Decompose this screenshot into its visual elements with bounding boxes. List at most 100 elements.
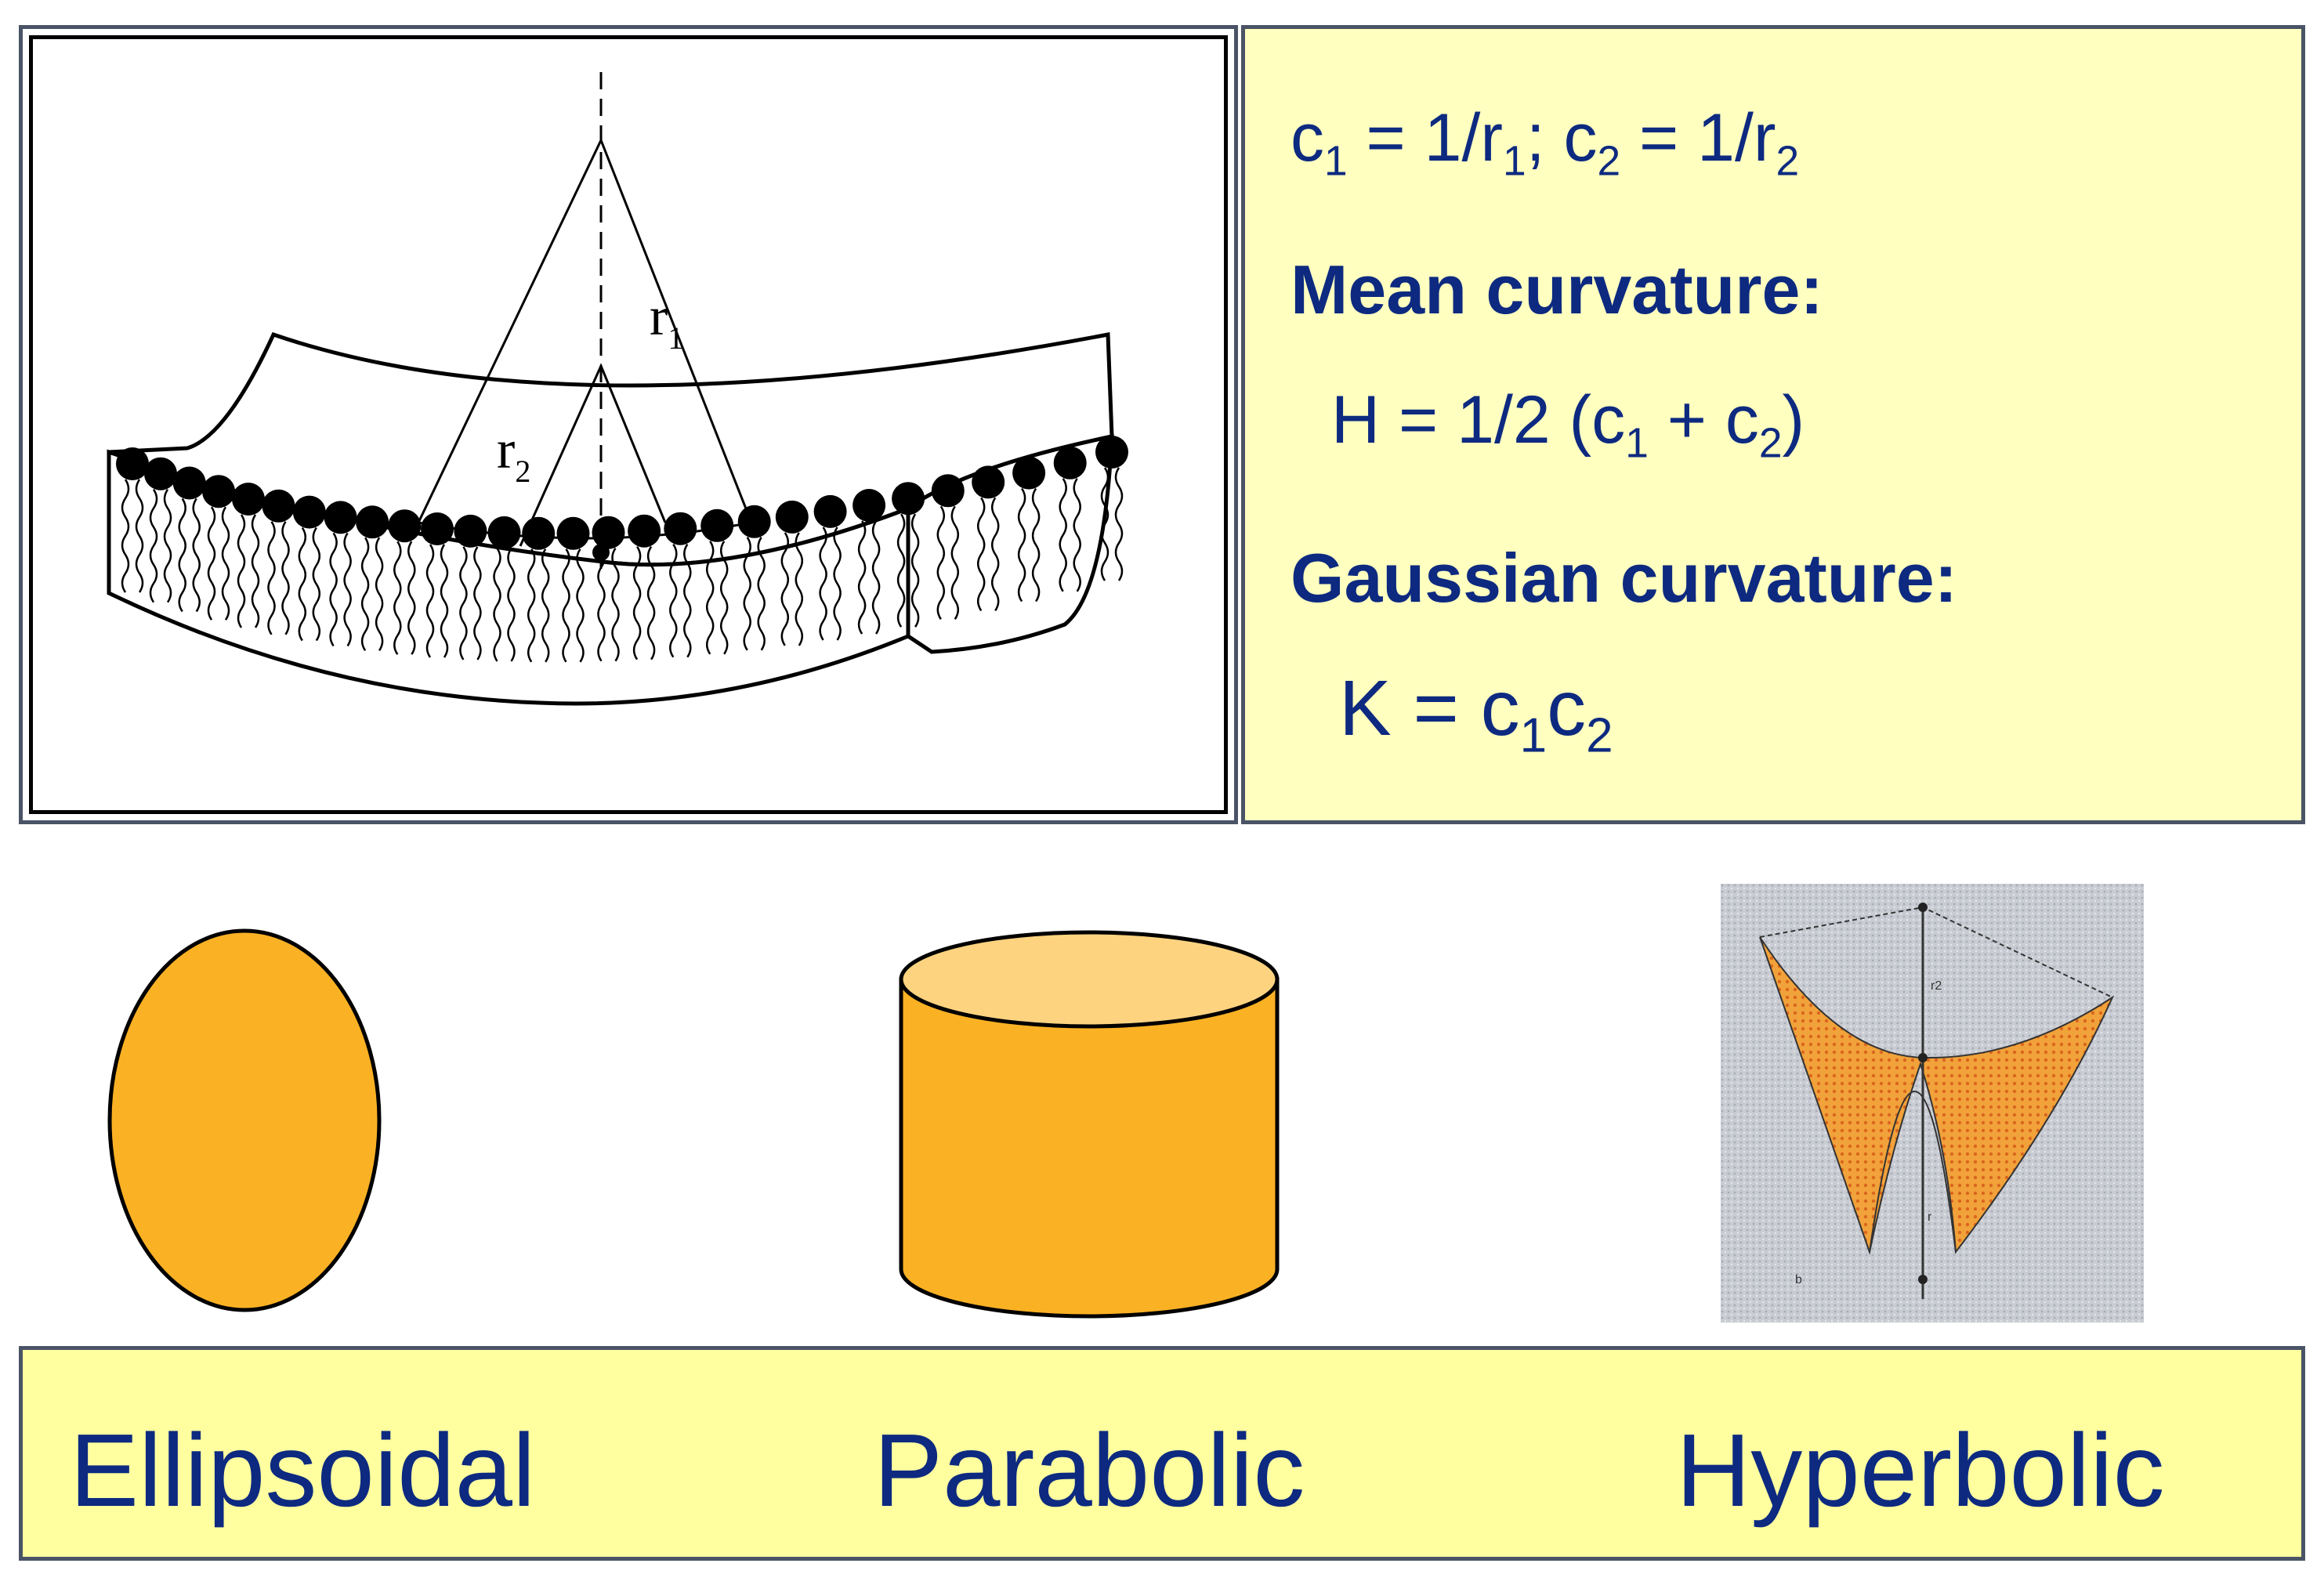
lipid-tail	[375, 537, 384, 651]
lipid-tail	[251, 514, 260, 628]
radius-r1-cone	[417, 137, 753, 523]
lipid-tail	[440, 544, 449, 658]
gaussian-curvature-title: Gaussian curvature:	[1291, 539, 1957, 617]
lipid-tail	[135, 479, 144, 593]
lipid-head	[324, 501, 357, 534]
lipid-tail	[819, 527, 827, 641]
lipid-head	[556, 516, 590, 550]
lipid-head	[388, 509, 422, 543]
lipid-tail	[990, 497, 1000, 612]
lipid-tail	[646, 546, 656, 660]
lipid-tail	[178, 498, 186, 613]
lipid-heads	[116, 436, 1128, 550]
radius-r2-cone	[519, 363, 667, 547]
lipid-head	[232, 483, 265, 516]
svg-text:b: b	[1795, 1273, 1802, 1286]
lipid-tail	[705, 541, 715, 655]
arc-r1	[418, 521, 752, 540]
lipid-tail	[950, 505, 960, 620]
mean-curvature-formula: H = 1/2 (c1 + c2)	[1331, 382, 1805, 467]
lipid-tail	[121, 479, 130, 593]
lipid-tail	[298, 527, 307, 642]
lipid-head	[487, 516, 521, 549]
curvature-definition: c1 = 1/r1; c2 = 1/r2	[1291, 100, 1800, 185]
lipid-tail	[312, 527, 321, 642]
lipid-head	[172, 466, 206, 500]
svg-text:r: r	[1928, 1210, 1932, 1224]
lipid-tail	[507, 548, 516, 662]
lipid-tail	[329, 532, 338, 647]
lipid-tail	[669, 544, 678, 658]
ellipsoid-shape	[107, 928, 382, 1312]
label-ellipsoidal: Ellipsoidal	[70, 1413, 536, 1528]
lipid-tail	[780, 532, 790, 646]
lipid-tail	[562, 548, 570, 663]
lipid-head	[972, 465, 1005, 499]
lipid-tail	[221, 506, 230, 621]
lipid-tail	[1017, 487, 1026, 603]
gaussian-curvature-formula: K = c1c2	[1339, 664, 1613, 763]
lipid-head	[737, 505, 771, 538]
lipid-tail	[632, 546, 642, 660]
lipid-tail	[976, 497, 986, 612]
lipid-tail	[493, 548, 501, 662]
lipid-tail	[393, 541, 402, 655]
lipid-tail	[192, 498, 201, 613]
lipid-tail	[1100, 467, 1110, 581]
lipid-tail	[910, 513, 920, 628]
lipid-tail	[576, 548, 585, 663]
lipid-tail	[459, 546, 468, 660]
lipid-head	[262, 489, 295, 523]
r2-label: r2	[497, 420, 530, 489]
lipid-head	[1053, 446, 1087, 479]
label-parabolic: Parabolic	[874, 1413, 1305, 1528]
lipid-head	[892, 482, 925, 516]
lipid-head	[202, 475, 235, 508]
lipid-tail	[833, 527, 842, 641]
lipid-tail	[149, 489, 158, 603]
lipid-tail	[936, 505, 946, 620]
cylinder-shape	[899, 930, 1280, 1319]
svg-text:r2: r2	[1931, 979, 1942, 993]
mean-curvature-title: Mean curvature:	[1291, 251, 1823, 328]
lipid-head	[356, 505, 389, 539]
shape-label-bar: Ellipsoidal Parabolic Hyperbolic	[19, 1346, 2305, 1561]
lipid-tail	[237, 514, 246, 628]
lipid-tail	[527, 548, 536, 663]
lipid-tail	[683, 544, 692, 658]
lipid-tail	[207, 506, 216, 621]
lipid-tail	[343, 532, 352, 647]
lipid-head	[592, 516, 625, 549]
lipid-tail	[407, 541, 416, 655]
lipid-tail	[857, 520, 867, 635]
lipid-tail	[896, 513, 906, 628]
saddle-surface-image: r2 r b	[1721, 884, 2144, 1323]
lipid-tail	[163, 489, 172, 603]
lipid-head	[1095, 436, 1128, 469]
lipid-head	[292, 495, 326, 529]
membrane-diagram-panel: r1 r2	[19, 25, 1238, 824]
lipid-head	[700, 508, 734, 542]
lipid-head	[144, 457, 177, 490]
membrane-curvature-diagram: r1 r2	[107, 72, 1128, 706]
lipid-tail	[267, 521, 276, 635]
lipid-tail	[795, 532, 804, 646]
surface-point	[592, 544, 610, 561]
lipid-tail	[360, 537, 370, 651]
label-hyperbolic: Hyperbolic	[1676, 1413, 2165, 1528]
lipid-tail	[1073, 478, 1081, 592]
membrane-diagram-frame	[29, 35, 1228, 814]
lipid-head	[116, 447, 149, 480]
lipid-tail	[1031, 487, 1041, 603]
lipid-tail	[871, 520, 881, 635]
lipid-tail	[541, 548, 550, 663]
r1-label: r1	[650, 287, 683, 356]
lipid-tail	[473, 546, 482, 660]
lipid-tail	[611, 548, 620, 662]
lipid-head	[664, 512, 697, 545]
lipid-tail	[719, 541, 729, 655]
lipid-tail	[281, 521, 290, 635]
lipid-head	[421, 512, 454, 545]
lipid-tail	[757, 537, 766, 651]
lipid-head	[775, 500, 809, 534]
